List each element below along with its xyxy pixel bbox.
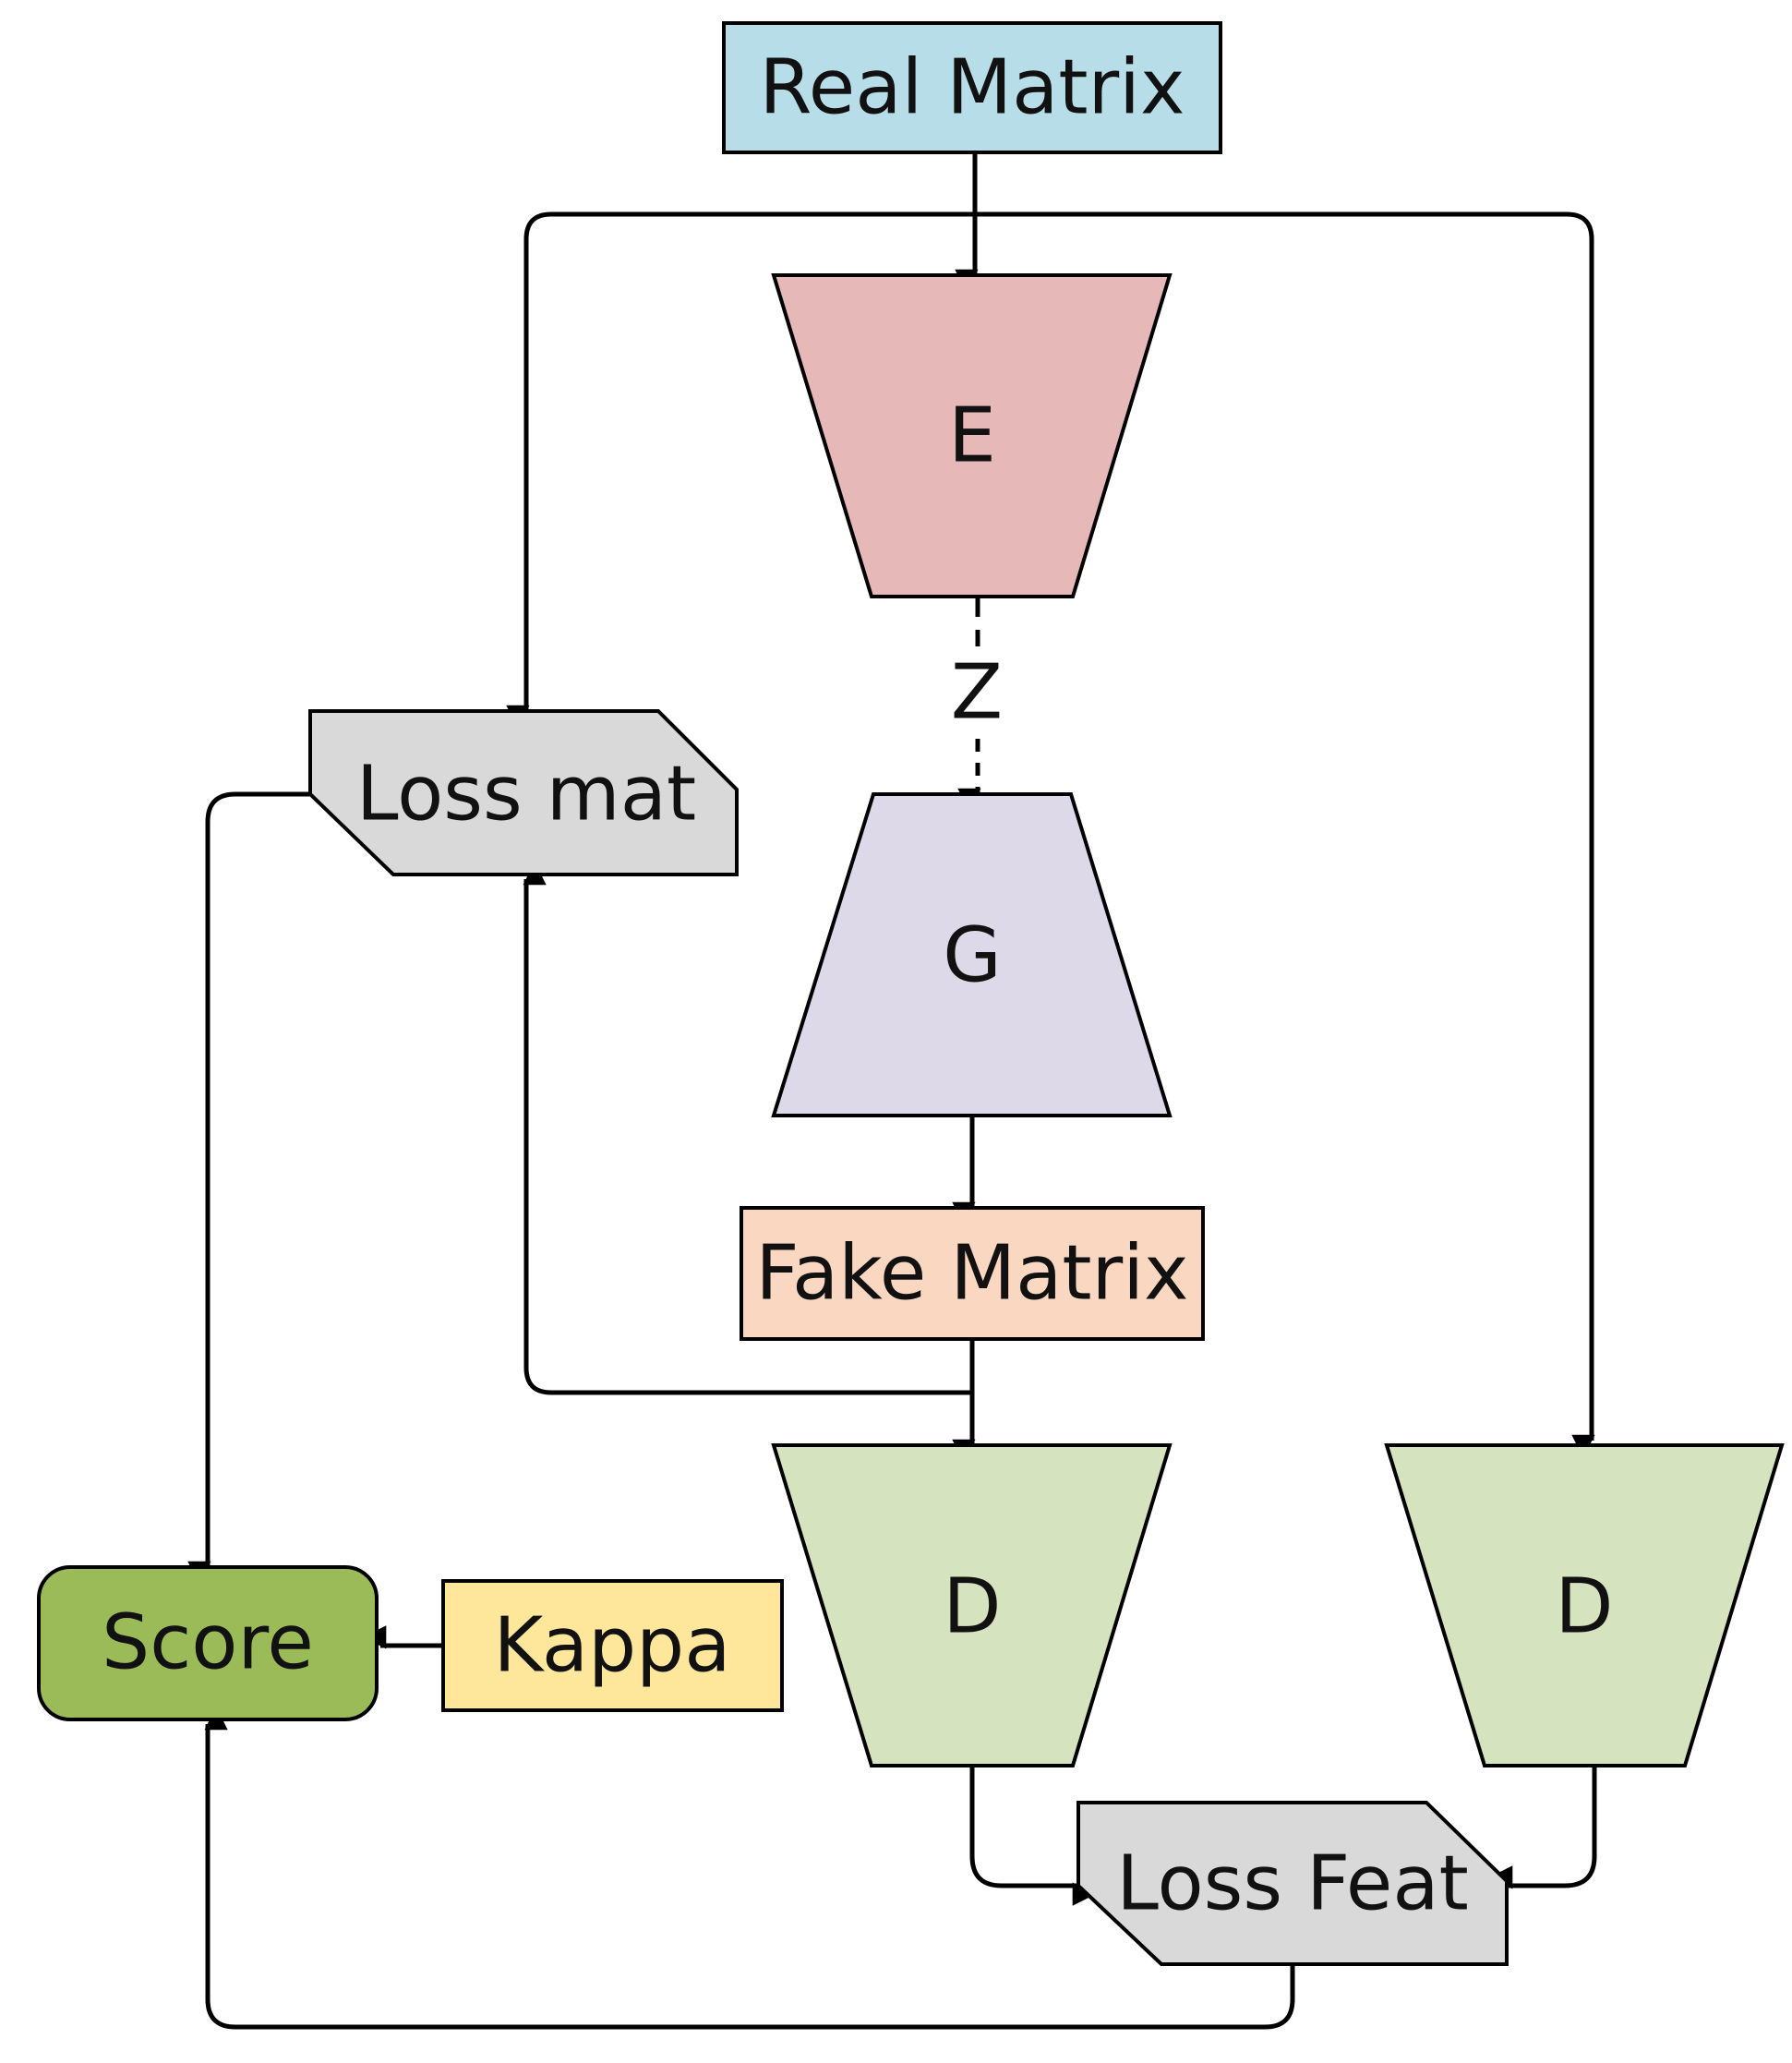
fake-matrix-node: Fake Matrix: [740, 1206, 1205, 1341]
real-matrix-label: Real Matrix: [759, 44, 1185, 132]
loss-mat-label: Loss mat: [356, 751, 696, 838]
discriminator-real-label: D: [1555, 1563, 1613, 1651]
kappa-label: Kappa: [494, 1602, 731, 1690]
encoder-node: E: [771, 273, 1173, 598]
encoder-label: E: [948, 392, 996, 480]
edge-discriminator-real-to-loss-feat: [1489, 1766, 1597, 1889]
real-matrix-node: Real Matrix: [722, 21, 1222, 154]
discriminator-fake-node: D: [771, 1443, 1173, 1767]
edge-fake-to-loss-mat: [523, 862, 972, 1395]
loss-feat-node: Loss Feat: [1076, 1801, 1509, 1966]
score-node: Score: [37, 1565, 379, 1721]
edge-discriminator-fake-to-loss-feat: [969, 1766, 1096, 1906]
edge-real-to-discriminator-real: [975, 211, 1595, 1458]
score-label: Score: [102, 1599, 314, 1687]
edge-real-to-loss-mat: [506, 211, 975, 729]
generator-label: G: [943, 912, 1002, 1000]
edge-loss-feat-to-score: [204, 1707, 1295, 2030]
loss-mat-node: Loss mat: [308, 709, 739, 876]
loss-feat-label: Loss Feat: [1116, 1840, 1468, 1928]
latent-label: Z: [951, 649, 1003, 737]
fake-matrix-label: Fake Matrix: [755, 1230, 1188, 1318]
generator-node: G: [771, 792, 1173, 1117]
edge-loss-mat-to-score: [187, 791, 310, 1585]
kappa-node: Kappa: [441, 1579, 784, 1712]
discriminator-fake-label: D: [943, 1563, 1001, 1651]
connectors: [187, 152, 1597, 2030]
discriminator-real-node: D: [1384, 1443, 1785, 1767]
